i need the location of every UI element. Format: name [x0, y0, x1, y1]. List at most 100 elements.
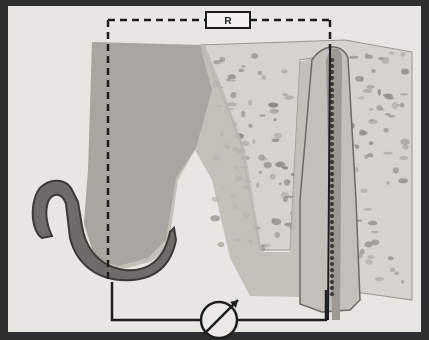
bone-speckle [363, 208, 372, 210]
file-bead [330, 292, 334, 296]
bone-speckle [386, 181, 389, 185]
bone-speckle [258, 154, 265, 160]
file-bead [330, 178, 334, 182]
bone-speckle [369, 108, 374, 110]
file-bead [330, 130, 334, 134]
bone-speckle [274, 118, 277, 121]
file-bead [330, 190, 334, 194]
bone-speckle [279, 182, 282, 185]
file-bead [330, 244, 334, 248]
bone-speckle [371, 231, 379, 234]
bone-speckle [402, 69, 410, 75]
file-bead [330, 226, 334, 230]
bone-speckle [389, 52, 394, 55]
bone-speckle [256, 183, 260, 189]
bone-speckle [274, 133, 282, 139]
file-bead [330, 148, 334, 152]
file-bead [330, 262, 334, 266]
bone-speckle [360, 131, 368, 136]
file-bead [330, 136, 334, 140]
file-bead [330, 106, 334, 110]
bone-speckle [360, 249, 365, 255]
bone-speckle [353, 144, 358, 146]
file-bead [330, 256, 334, 260]
bone-speckle [369, 141, 374, 145]
bone-speckle [213, 60, 221, 64]
bone-speckle [398, 178, 408, 183]
bone-speckle [381, 57, 390, 64]
bone-speckle [376, 105, 383, 110]
bone-speckle [285, 96, 294, 100]
bone-speckle [282, 93, 287, 96]
bone-speckle [360, 189, 368, 193]
resistor-label: R [224, 16, 232, 27]
file-bead [330, 268, 334, 272]
bone-speckle [230, 92, 236, 98]
bone-speckle [358, 96, 365, 100]
bone-speckle [385, 113, 391, 115]
file-bead [330, 154, 334, 158]
bone-speckle [258, 171, 262, 174]
bone-speckle [259, 114, 266, 116]
bone-speckle [371, 239, 379, 245]
file-bead [330, 142, 334, 146]
file-bead [330, 196, 334, 200]
bone-speckle [401, 280, 404, 284]
bone-speckle [393, 167, 399, 173]
bone-speckle [210, 215, 220, 221]
bone-speckle [253, 139, 256, 144]
file-bead [330, 124, 334, 128]
bone-speckle [368, 221, 377, 226]
bone-speckle [251, 53, 258, 59]
bone-speckle [238, 69, 244, 73]
bone-speckle [268, 103, 278, 107]
bone-speckle [248, 124, 252, 128]
bone-speckle [400, 93, 408, 95]
bone-speckle [370, 119, 374, 122]
bone-speckle [270, 109, 279, 114]
bone-speckle [270, 174, 276, 180]
bone-speckle [283, 196, 288, 202]
file-bead [330, 214, 334, 218]
bone-speckle [363, 89, 373, 93]
bone-speckle [248, 100, 253, 106]
bone-speckle [401, 52, 406, 57]
bone-speckle [264, 162, 272, 169]
bone-speckle [399, 156, 408, 160]
bone-speckle [400, 102, 404, 107]
file-bead [330, 220, 334, 224]
bone-speckle [276, 161, 286, 167]
bone-speckle [261, 75, 266, 80]
bone-speckle [288, 181, 292, 183]
bone-speckle [388, 115, 395, 118]
file-bead [330, 202, 334, 206]
bone-speckle [368, 255, 375, 258]
bone-speckle [390, 268, 395, 273]
bone-speckle [241, 111, 245, 118]
bone-speckle [272, 218, 275, 223]
file-bead [330, 238, 334, 242]
file-bead [330, 280, 334, 284]
file-bead [330, 208, 334, 212]
file-bead [330, 286, 334, 290]
bone-speckle [392, 102, 399, 109]
bone-speckle [367, 55, 373, 59]
resistor: R [206, 12, 250, 28]
file-bead [330, 184, 334, 188]
bone-speckle [366, 85, 374, 89]
bone-speckle [364, 155, 368, 159]
bone-speckle [372, 69, 376, 73]
bone-speckle [274, 232, 280, 238]
file-bead [330, 112, 334, 116]
bone-speckle [258, 71, 263, 75]
file-bead [330, 274, 334, 278]
file-bead [330, 250, 334, 254]
bone-speckle [388, 256, 394, 260]
bone-speckle [394, 272, 399, 276]
bone-speckle [349, 56, 359, 59]
bone-speckle [375, 277, 384, 281]
bone-speckle [218, 242, 225, 247]
file-bead [330, 166, 334, 170]
